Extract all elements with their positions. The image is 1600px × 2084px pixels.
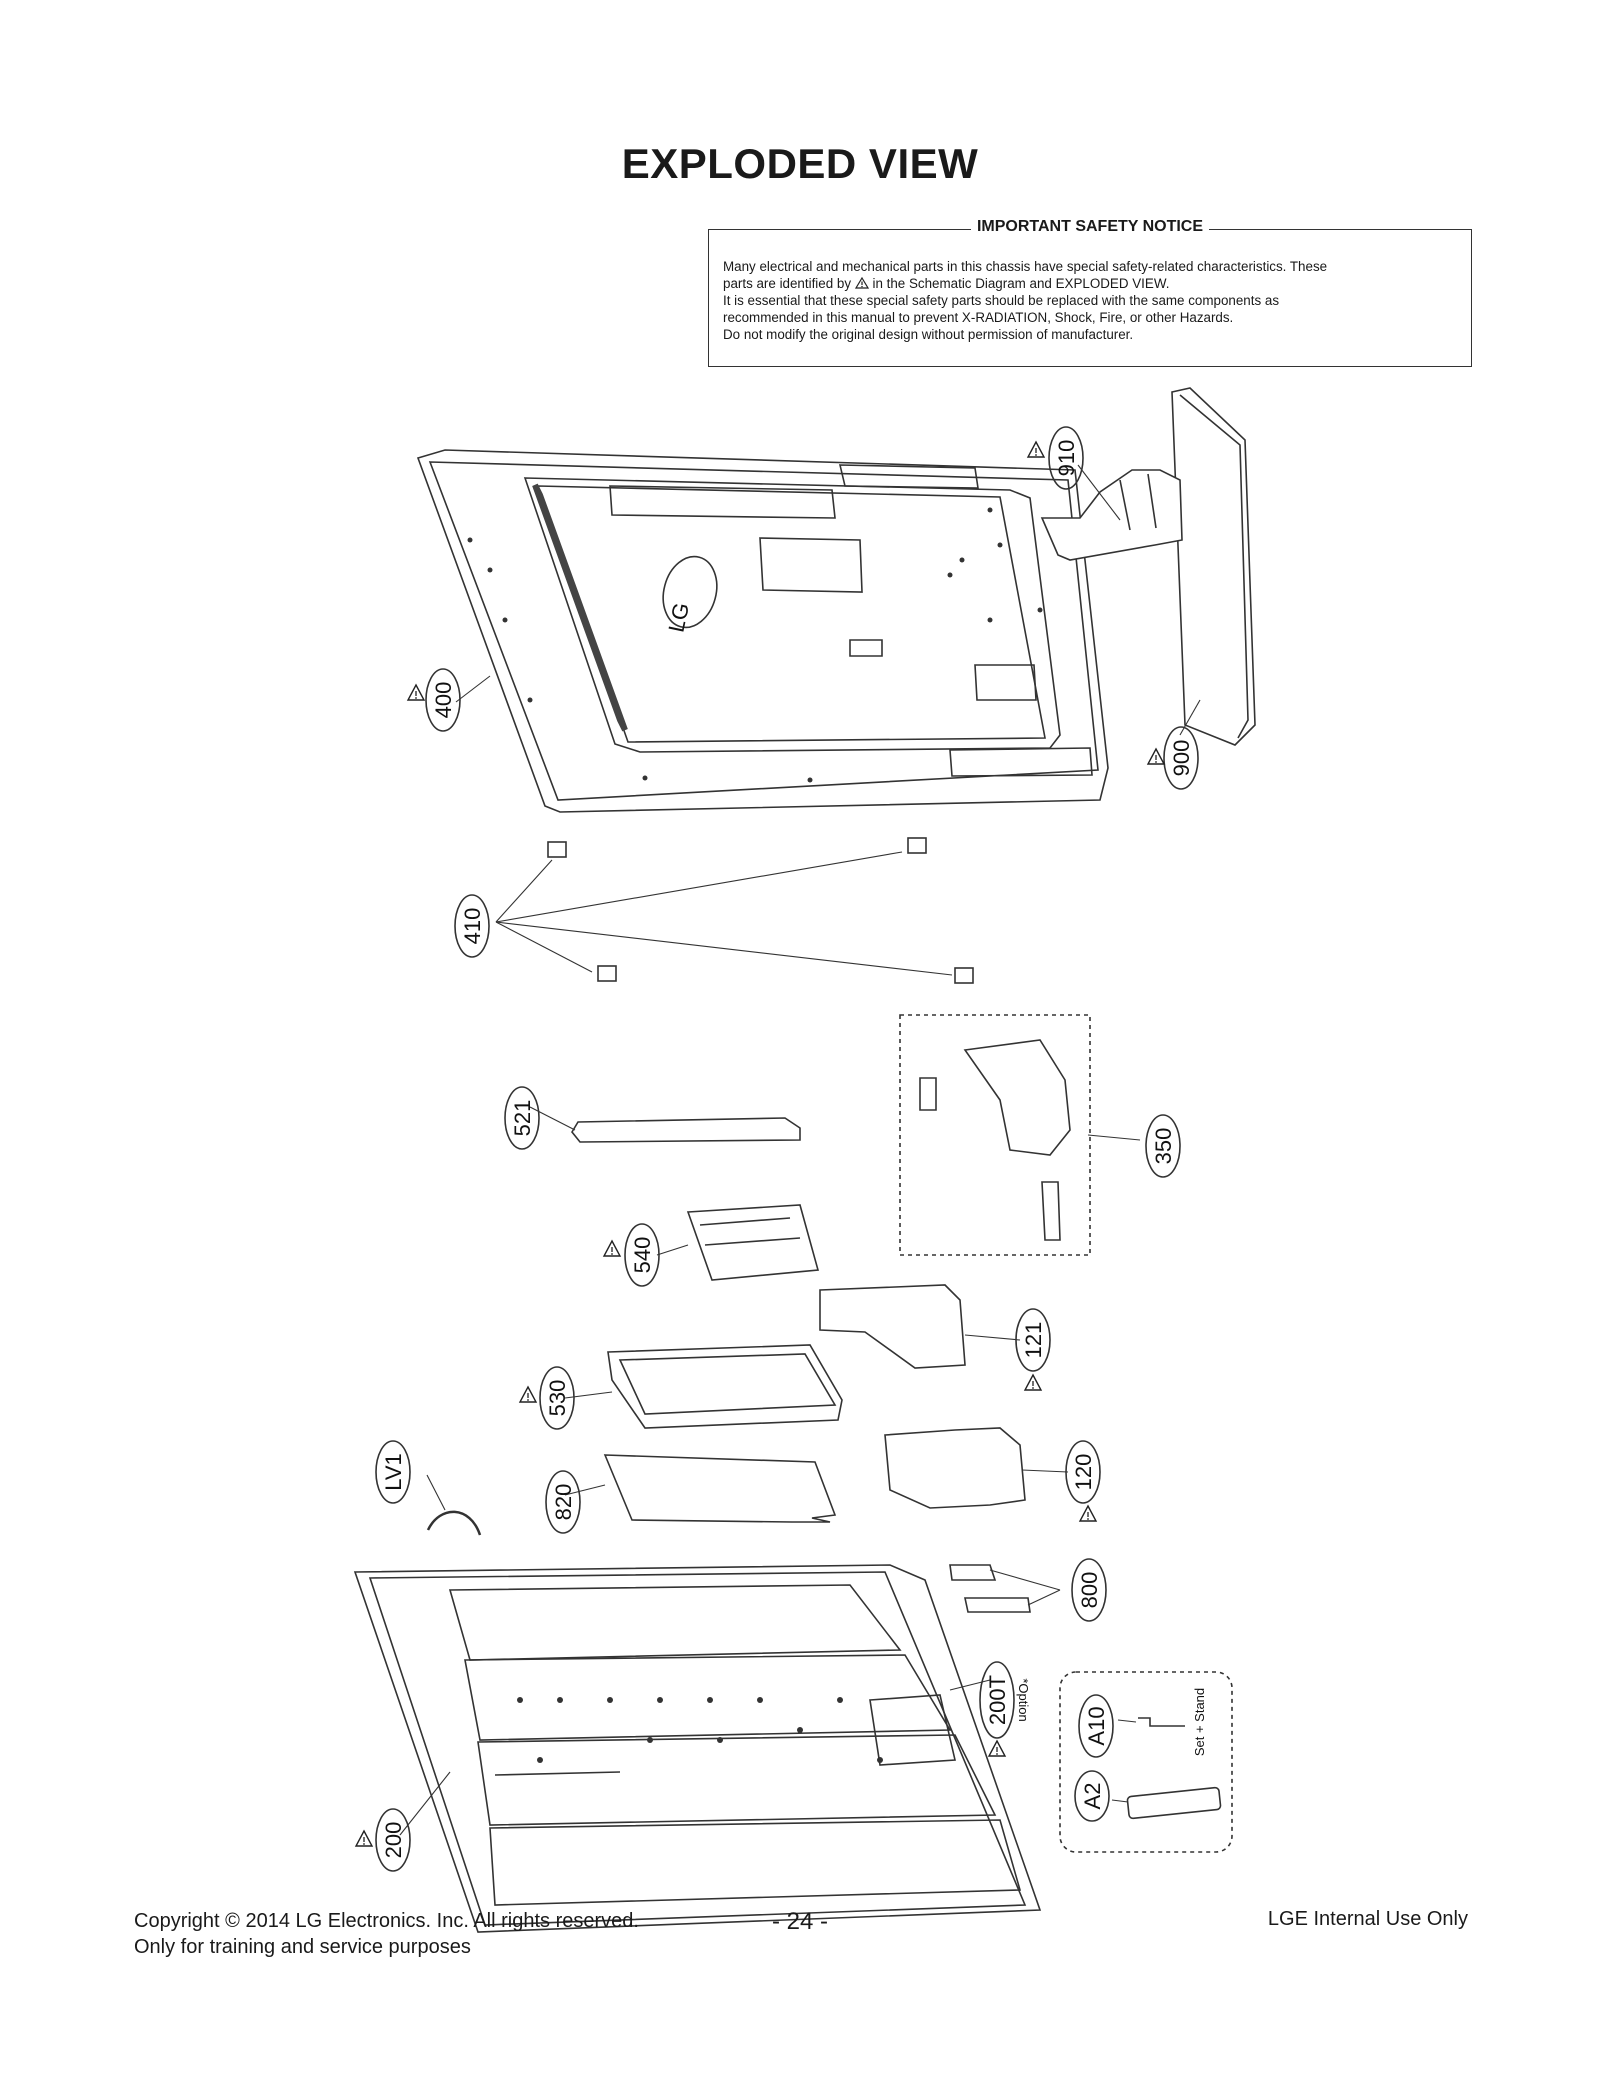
main-board-540	[686, 1204, 820, 1281]
warning-icon-120	[1079, 1505, 1097, 1522]
brackets-410	[547, 837, 974, 984]
accessory-box	[1059, 1671, 1233, 1853]
back-cover-400	[416, 449, 1109, 813]
internal-use-text: LGE Internal Use Only	[1267, 1908, 1468, 1930]
safety-notice-box: IMPORTANT SAFETY NOTICE Many electrical …	[708, 218, 1472, 367]
notice-line-2: parts are identified by in the Schematic…	[723, 276, 1170, 291]
callout-A2: A2	[1080, 1783, 1105, 1810]
bracket-800-b	[964, 1597, 1031, 1613]
warning-icon-900	[1147, 748, 1165, 765]
parts-group-350	[899, 1014, 1091, 1256]
page-title: EXPLODED VIEW	[621, 140, 979, 187]
warning-icon-530	[519, 1386, 537, 1403]
part-120	[884, 1427, 1026, 1509]
notice-line-5: Do not modify the original design withou…	[723, 327, 1134, 342]
safety-notice-heading: IMPORTANT SAFETY NOTICE	[970, 218, 1210, 235]
notice-line-1: Many electrical and mechanical parts in …	[723, 259, 1328, 274]
warning-icon-400	[407, 684, 425, 701]
stand-900	[1040, 387, 1256, 746]
training-text: Only for training and service purposes	[134, 1936, 471, 1958]
callout-350: 350	[1151, 1128, 1176, 1165]
bracket-800-a	[949, 1564, 997, 1581]
callout-120: 120	[1071, 1454, 1096, 1491]
callout-400: 400	[431, 682, 456, 719]
lg-logo: LG	[663, 600, 694, 634]
insulator-820	[603, 1454, 837, 1523]
callout-121: 121	[1021, 1322, 1046, 1359]
warning-icon-910	[1027, 441, 1045, 458]
callout-530: 530	[545, 1380, 570, 1417]
callout-A10: A10	[1084, 1706, 1109, 1745]
callout-540: 540	[630, 1237, 655, 1274]
callout-820: 820	[551, 1484, 576, 1521]
warning-icon-121	[1024, 1374, 1042, 1391]
set-stand-note: Set + Stand	[1192, 1688, 1207, 1756]
warning-icon-540	[603, 1240, 621, 1257]
part-521	[571, 1117, 801, 1143]
safety-notice-body: Many electrical and mechanical parts in …	[723, 258, 1457, 343]
screw-A10	[1138, 1717, 1185, 1727]
remote-A2	[1126, 1786, 1222, 1820]
callout-200: 200	[381, 1822, 406, 1859]
option-note: *Option	[1016, 1678, 1031, 1721]
callout-910: 910	[1054, 440, 1079, 477]
warning-icon-200T	[988, 1740, 1006, 1757]
notice-line-3: It is essential that these special safet…	[723, 293, 1280, 308]
cable-LV1	[426, 1510, 482, 1536]
power-board-530	[607, 1344, 843, 1429]
callout-900: 900	[1169, 740, 1194, 777]
page-number: - 24 -	[771, 1908, 828, 1935]
panel-200	[353, 1564, 1042, 1933]
part-350-main	[963, 1039, 1071, 1156]
callout-521: 521	[510, 1100, 535, 1137]
callout-LV1: LV1	[381, 1453, 406, 1491]
warning-triangle-icon	[854, 277, 869, 289]
warning-icon-200	[355, 1830, 373, 1847]
footer-left: Copyright © 2014 LG Electronics. Inc. Al…	[134, 1908, 639, 1960]
callout-200T: 200T	[985, 1675, 1010, 1725]
copyright-text: Copyright © 2014 LG Electronics. Inc. Al…	[134, 1910, 639, 1932]
callout-410: 410	[460, 908, 485, 945]
part-121	[819, 1284, 966, 1369]
callout-800: 800	[1077, 1572, 1102, 1609]
notice-line-4: recommended in this manual to prevent X-…	[723, 310, 1234, 325]
